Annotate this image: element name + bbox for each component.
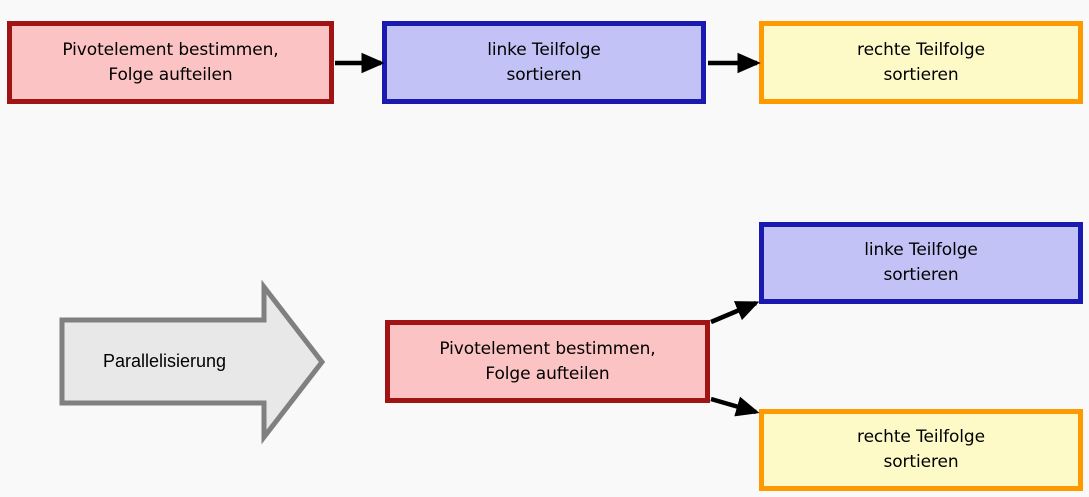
node-parallel-sort-right[interactable]: rechte Teilfolge sortieren [759,409,1083,491]
node-parallel-sort-left[interactable]: linke Teilfolge sortieren [759,222,1083,304]
arrow-par-pivot-to-left [710,300,760,325]
node-sequential-sort-left[interactable]: linke Teilfolge sortieren [382,21,706,104]
arrow-par-pivot-to-right [710,396,760,417]
node-sequential-sort-right[interactable]: rechte Teilfolge sortieren [759,21,1083,104]
block-arrow-label: Parallelisierung [102,351,227,371]
node-parallel-pivot[interactable]: Pivotelement bestimmen, Folge aufteilen [385,320,710,403]
node-sequential-pivot[interactable]: Pivotelement bestimmen, Folge aufteilen [7,21,334,104]
